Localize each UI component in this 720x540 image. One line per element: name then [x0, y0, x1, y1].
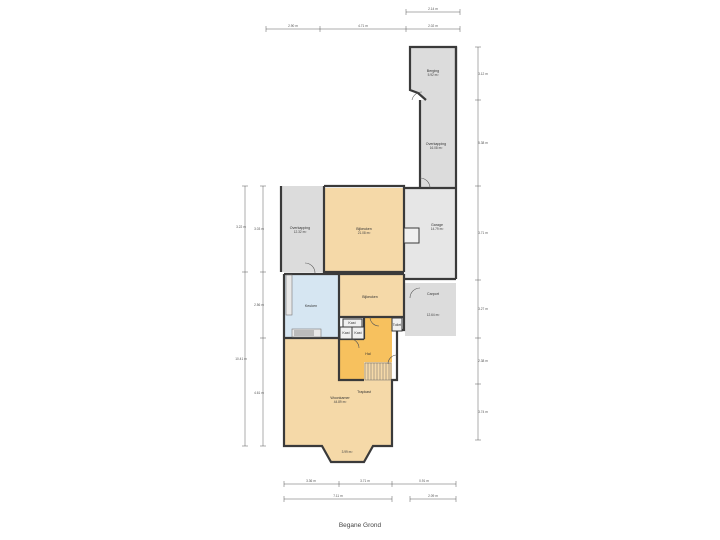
dim-left-inner-3: 4.61 m — [254, 391, 264, 395]
area-berging: 5.92 m² — [428, 73, 439, 77]
dim-right-6: 3.74 m — [478, 410, 488, 414]
dim-right-5: 2.38 m — [478, 359, 488, 363]
floor-caption: Begane Grond — [338, 522, 382, 529]
area-woonkamer: 44.89 m² — [334, 400, 347, 404]
room-labels: Berging 5.92 m² Overkapping 16.08 m² Gar… — [290, 69, 446, 454]
label-trapkast: Trapkast — [357, 390, 371, 394]
garage-closet — [403, 227, 420, 244]
dim-top-2: 4.71 m — [358, 24, 368, 28]
label-keuken: Keuken — [305, 304, 317, 308]
dim-bottom-extra: 2.09 m — [428, 494, 438, 498]
area-overkapping-top: 16.08 m² — [430, 146, 443, 150]
dim-bottom-3: 0.91 m — [419, 479, 429, 483]
room-keuken — [285, 275, 339, 337]
label-berging: Berging — [427, 69, 439, 73]
dim-bottom-total: 7.11 m — [333, 494, 343, 498]
label-kast-1: Kast — [348, 321, 355, 325]
dim-bottom-1: 3.36 m — [306, 479, 316, 483]
room-woonkamer — [284, 339, 392, 462]
room-berging — [410, 47, 456, 100]
dim-bottom-2: 3.71 m — [360, 479, 370, 483]
dimension-lines — [242, 9, 481, 502]
label-carport-top: Carport — [427, 292, 439, 296]
doors — [304, 91, 431, 365]
area-overkapping-left: 12.32 m² — [294, 230, 307, 234]
area-carport: 12.64 m² — [427, 313, 440, 317]
label-hal: Hal — [365, 352, 371, 356]
dim-right-2: 5.38 m — [478, 141, 488, 145]
area-kantoor: 21.08 m² — [358, 231, 371, 235]
dimension-labels: 2.90 m 4.71 m 2.02 m 2.14 m 3.12 m 5.38 … — [235, 7, 488, 498]
room-carport — [405, 283, 456, 336]
label-garage: Garage — [431, 223, 443, 227]
label-kantoor: Bijkeuken — [356, 227, 372, 231]
floor-fills — [281, 47, 456, 462]
dim-right-4: 3.27 m — [478, 307, 488, 311]
dim-right-1: 3.12 m — [478, 72, 488, 76]
dim-top-1: 2.90 m — [288, 24, 298, 28]
label-bijkeuken: Bijkeuken — [362, 295, 378, 299]
dim-top-extra: 2.14 m — [428, 7, 438, 11]
dim-left-outer-1: 3.22 m — [236, 225, 246, 229]
kast-3 — [351, 326, 365, 340]
label-toilet: Toilet — [393, 323, 401, 327]
dim-left-inner-1: 3.03 m — [254, 227, 264, 231]
closets — [339, 227, 420, 340]
dim-left-inner-2: 2.56 m — [254, 303, 264, 307]
area-erker: 3.99 m² — [342, 450, 353, 454]
room-overkapping-top — [420, 100, 456, 188]
label-kast-3: Kast — [354, 331, 361, 335]
dim-left-outer-2: 10.41 m — [235, 357, 247, 361]
label-overkapping-left: Overkapping — [290, 226, 310, 230]
dim-top-3: 2.02 m — [428, 24, 438, 28]
label-overkapping-top: Overkapping — [426, 142, 446, 146]
room-bijkeuken-upper — [324, 188, 404, 271]
stairs — [364, 362, 392, 381]
label-woonkamer: Woonkamer — [330, 396, 350, 400]
label-kast-2: Kast — [342, 331, 349, 335]
room-overkapping-left — [281, 186, 324, 272]
room-bijkeuken — [339, 275, 403, 317]
area-garage: 14.79 m² — [431, 227, 444, 231]
dim-right-3: 3.71 m — [478, 231, 488, 235]
toilet-box — [391, 317, 403, 332]
kitchen-counter — [285, 274, 322, 338]
